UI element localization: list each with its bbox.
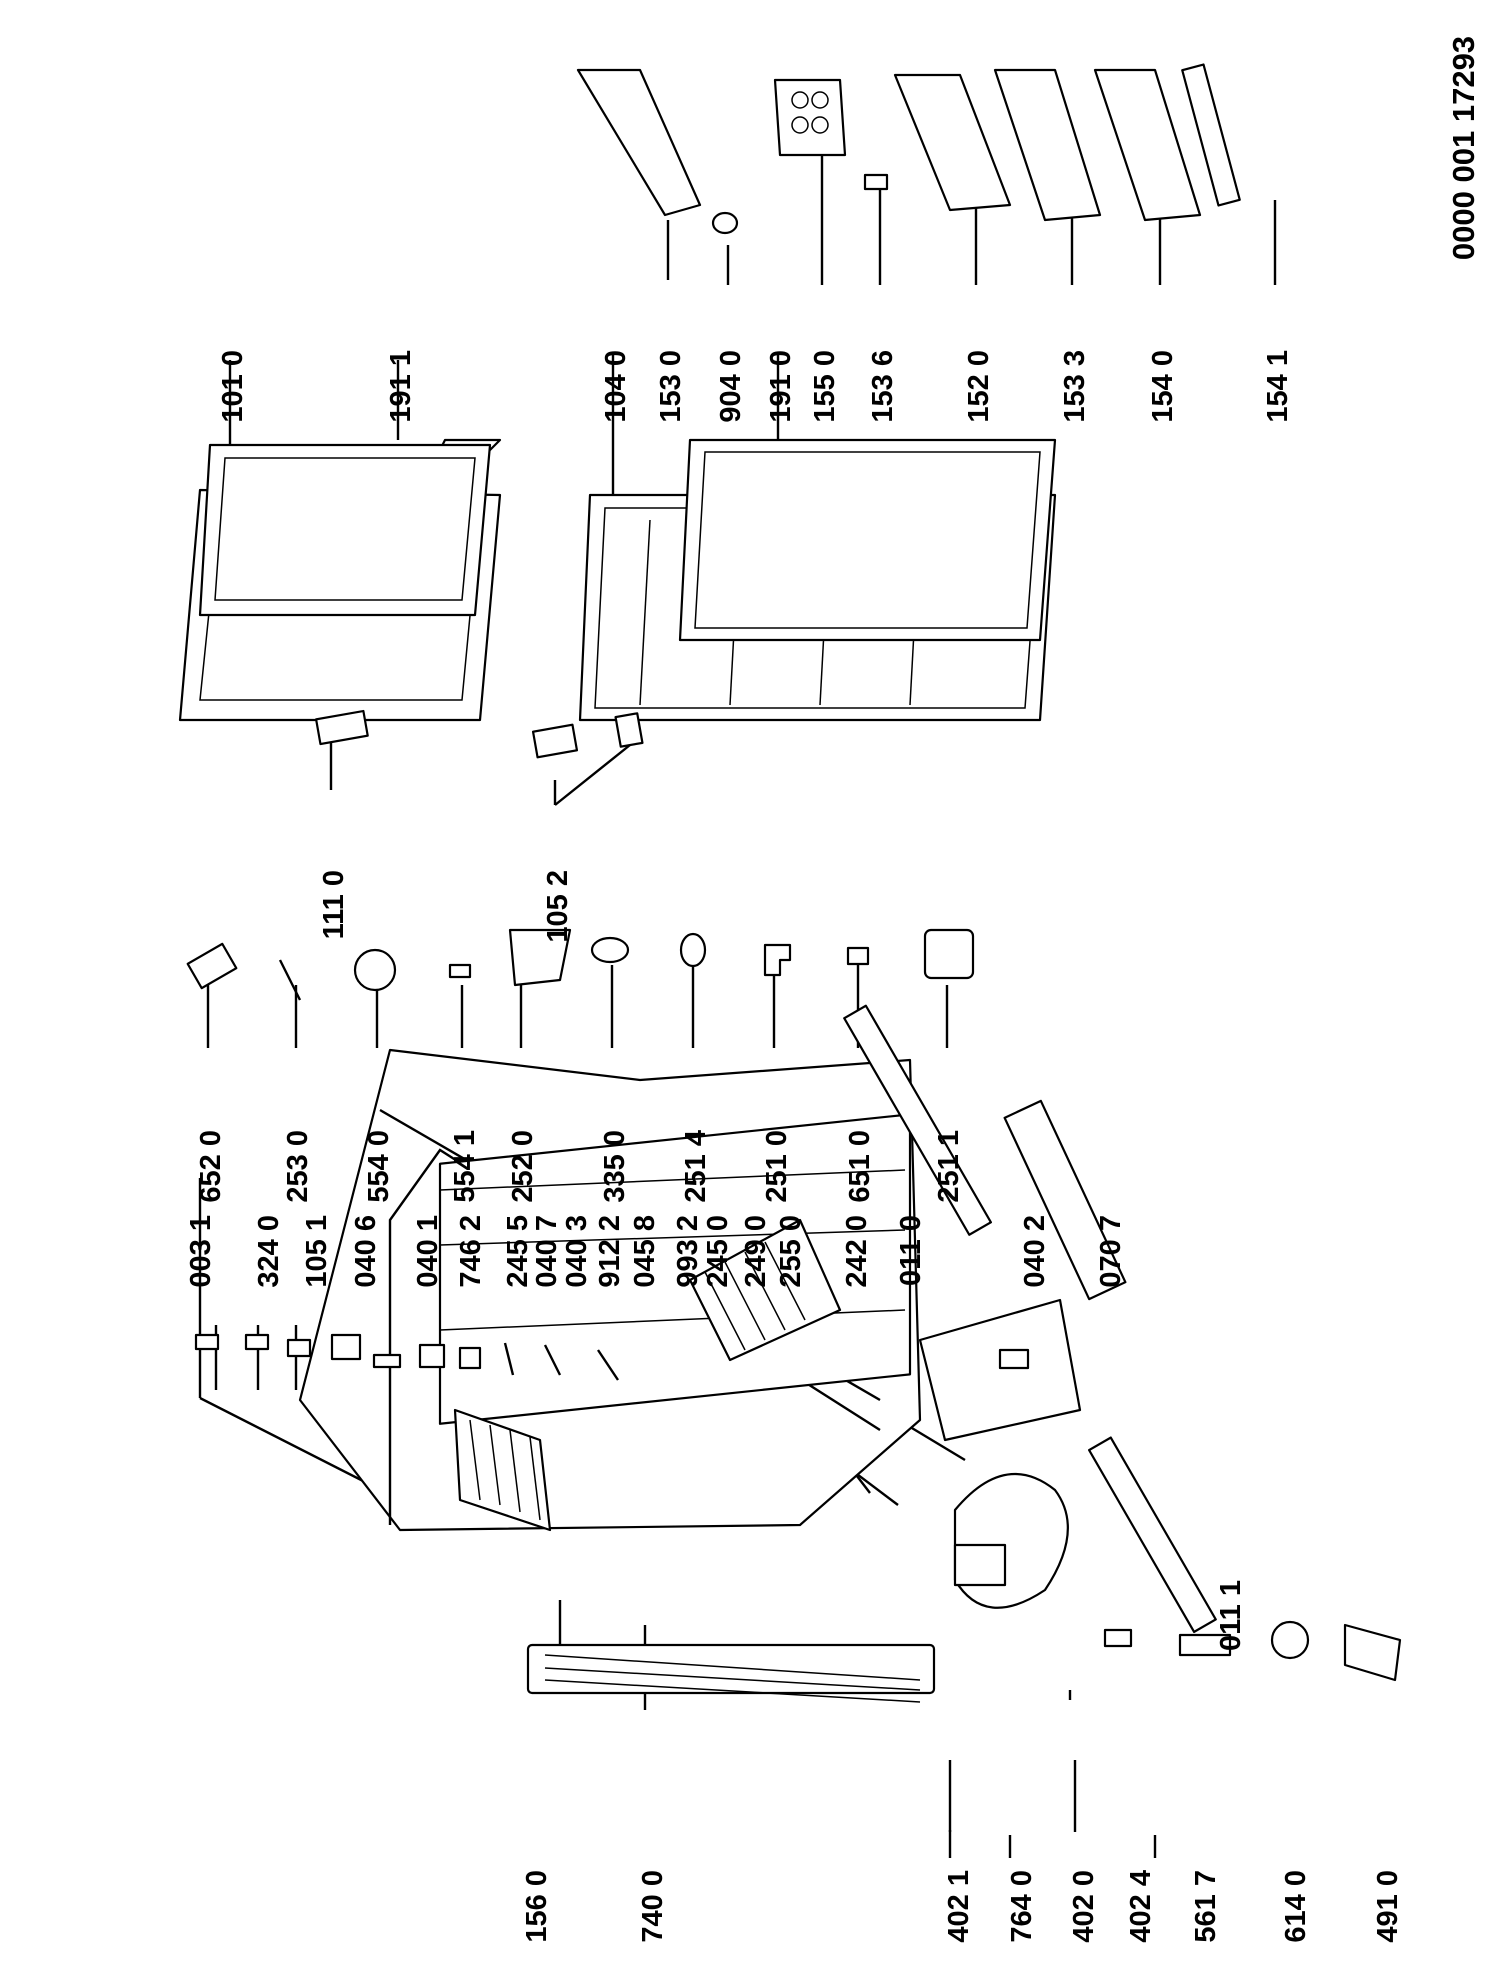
part-label-153-6: 153 6	[867, 350, 899, 423]
part-label-554-1: 554 1	[449, 1130, 481, 1203]
part-label-003-1: 003 1	[185, 1215, 217, 1288]
part-label-104-0: 104 0	[600, 350, 632, 423]
part-label-045-8: 045 8	[629, 1215, 661, 1288]
hinge-parts	[531, 712, 644, 759]
part-label-912-2: 912 2	[594, 1215, 626, 1288]
part-label-251-4: 251 4	[680, 1130, 712, 1203]
part-label-242-0: 242 0	[841, 1215, 873, 1288]
part-label-191-1: 191 1	[385, 350, 417, 423]
condenser	[526, 1643, 936, 1703]
part-label-156-0: 156 0	[521, 1870, 553, 1943]
part-label-111-0: 111 0	[318, 870, 350, 939]
refrigerator-gasket	[678, 438, 1057, 642]
part-label-040-3: 040 3	[561, 1215, 593, 1288]
shelf-grid	[688, 1218, 842, 1362]
part-label-105-2: 105 2	[542, 870, 574, 943]
part-label-402-0: 402 0	[1068, 1870, 1100, 1943]
freezer-gasket	[198, 443, 492, 617]
part-label-105-1: 105 1	[301, 1215, 333, 1288]
part-label-554-0: 554 0	[363, 1130, 395, 1203]
part-label-252-0: 252 0	[507, 1130, 539, 1203]
part-label-324-0: 324 0	[253, 1215, 285, 1288]
part-label-245-0: 245 0	[702, 1215, 734, 1288]
part-label-614-0: 614 0	[1280, 1870, 1312, 1943]
small-components	[194, 1333, 1402, 1682]
part-label-040-6: 040 6	[350, 1215, 382, 1288]
part-label-255-0: 255 0	[775, 1215, 807, 1288]
part-label-561-7: 561 7	[1190, 1870, 1222, 1943]
part-labels: 003 1 324 0 105 1 040 6 040 1 746 2 245 …	[185, 350, 1404, 1943]
part-label-251-1: 251 1	[933, 1130, 965, 1203]
part-label-040-2: 040 2	[1019, 1215, 1051, 1288]
part-label-993-2: 993 2	[672, 1215, 704, 1288]
part-label-402-1: 402 1	[943, 1870, 975, 1943]
part-label-153-3: 153 3	[1059, 350, 1091, 423]
document-number: 0000 001 17293	[1446, 36, 1481, 260]
evaporator-panel	[453, 1408, 552, 1532]
part-label-191-0: 191 0	[765, 350, 797, 423]
part-label-011-1: 011 1	[1215, 1580, 1247, 1651]
compressor	[953, 1472, 1069, 1609]
part-label-153-0: 153 0	[655, 350, 687, 423]
part-label-652-0: 652 0	[195, 1130, 227, 1203]
hinge-rails	[843, 1004, 1217, 1634]
part-label-491-0: 491 0	[1372, 1870, 1404, 1943]
part-label-070-7: 070 7	[1095, 1215, 1127, 1288]
part-label-251-0: 251 0	[761, 1130, 793, 1203]
part-label-740-0: 740 0	[637, 1870, 669, 1943]
part-label-335-0: 335 0	[599, 1130, 631, 1203]
part-label-040-7: 040 7	[531, 1215, 563, 1288]
door-bins	[576, 63, 1241, 235]
accessories	[186, 928, 975, 1001]
part-label-764-0: 764 0	[1006, 1870, 1038, 1943]
part-label-253-0: 253 0	[282, 1130, 314, 1203]
part-label-402-4: 402 4	[1125, 1870, 1157, 1943]
part-label-154-1: 154 1	[1262, 350, 1294, 423]
part-label-904-0: 904 0	[715, 350, 747, 423]
part-label-746-2: 746 2	[455, 1215, 487, 1288]
crisper-drawer	[918, 1298, 1082, 1442]
part-label-249-0: 249 0	[740, 1215, 772, 1288]
part-label-651-0: 651 0	[844, 1130, 876, 1203]
part-label-155-0: 155 0	[809, 350, 841, 423]
part-label-154-0: 154 0	[1147, 350, 1179, 423]
part-label-152-0: 152 0	[963, 350, 995, 423]
part-label-245-5: 245 5	[502, 1215, 534, 1288]
part-label-011-0: 011 0	[895, 1215, 927, 1286]
part-label-101-0: 101 0	[217, 350, 249, 423]
part-label-040-1: 040 1	[412, 1215, 444, 1288]
